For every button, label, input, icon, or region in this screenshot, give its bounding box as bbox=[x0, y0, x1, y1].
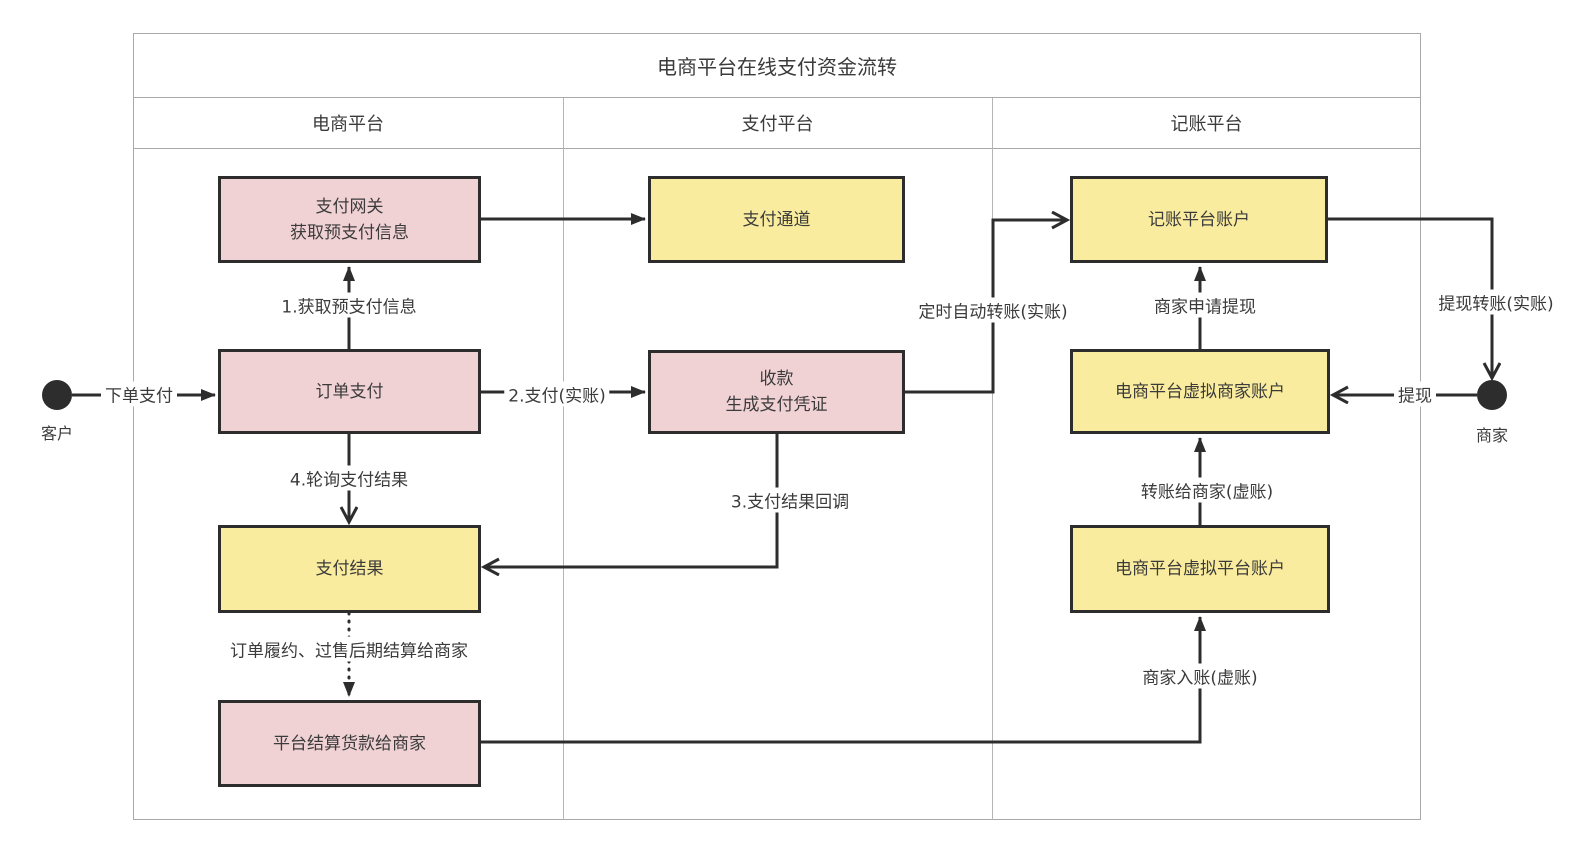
lane-header-ledger: 记账平台 bbox=[1170, 114, 1243, 135]
label-merchant-entry: 商家入账(虚账) bbox=[1138, 663, 1262, 689]
node-platform-settlement: 平台结算货款给商家 bbox=[218, 700, 481, 787]
label-merchant-apply-withdraw: 商家申请提现 bbox=[1150, 292, 1260, 318]
node-virtual-merchant-account: 电商平台虚拟商家账户 bbox=[1070, 349, 1330, 434]
merchant-actor-icon bbox=[1477, 380, 1507, 410]
node-ledger-platform-account: 记账平台账户 bbox=[1070, 176, 1328, 263]
customer-actor-icon bbox=[42, 380, 72, 410]
lane-header-ecommerce: 电商平台 bbox=[312, 114, 384, 135]
label-get-prepay-info: 1.获取预支付信息 bbox=[277, 292, 421, 318]
edge-merchant-entry bbox=[481, 616, 1206, 744]
label-pay-real: 2.支付(实账) bbox=[504, 381, 610, 407]
label-withdraw-transfer: 提现转账(实账) bbox=[1434, 289, 1558, 315]
label-scheduled-auto-transfer: 定时自动转账(实账) bbox=[914, 297, 1072, 323]
label-fulfillment-settle: 订单履约、过售后期结算给商家 bbox=[226, 636, 472, 662]
node-payment-channel: 支付通道 bbox=[648, 176, 905, 263]
lane-divider-1 bbox=[563, 98, 564, 820]
node-order-payment: 订单支付 bbox=[218, 349, 481, 434]
label-withdraw: 提现 bbox=[1394, 381, 1436, 407]
label-place-order-pay: 下单支付 bbox=[101, 381, 177, 407]
label-payment-callback: 3.支付结果回调 bbox=[726, 487, 854, 513]
lane-header-divider bbox=[133, 148, 1421, 149]
customer-actor-label: 客户 bbox=[40, 424, 74, 443]
label-poll-result: 4.轮询支付结果 bbox=[285, 465, 413, 491]
node-payment-result: 支付结果 bbox=[218, 525, 481, 613]
lane-header-payment: 支付平台 bbox=[741, 114, 814, 135]
lane-divider-2 bbox=[992, 98, 993, 820]
node-virtual-platform-account: 电商平台虚拟平台账户 bbox=[1070, 525, 1330, 613]
node-collection-voucher: 收款 生成支付凭证 bbox=[648, 350, 905, 434]
edge-withdraw-transfer bbox=[1328, 217, 1492, 377]
edge-payment-callback bbox=[485, 434, 779, 567]
diagram-title: 电商平台在线支付资金流转 bbox=[133, 33, 1421, 98]
node-payment-gateway: 支付网关 获取预支付信息 bbox=[218, 176, 481, 263]
label-transfer-to-merchant: 转账给商家(虚账) bbox=[1136, 477, 1278, 503]
merchant-actor-label: 商家 bbox=[1475, 426, 1509, 445]
